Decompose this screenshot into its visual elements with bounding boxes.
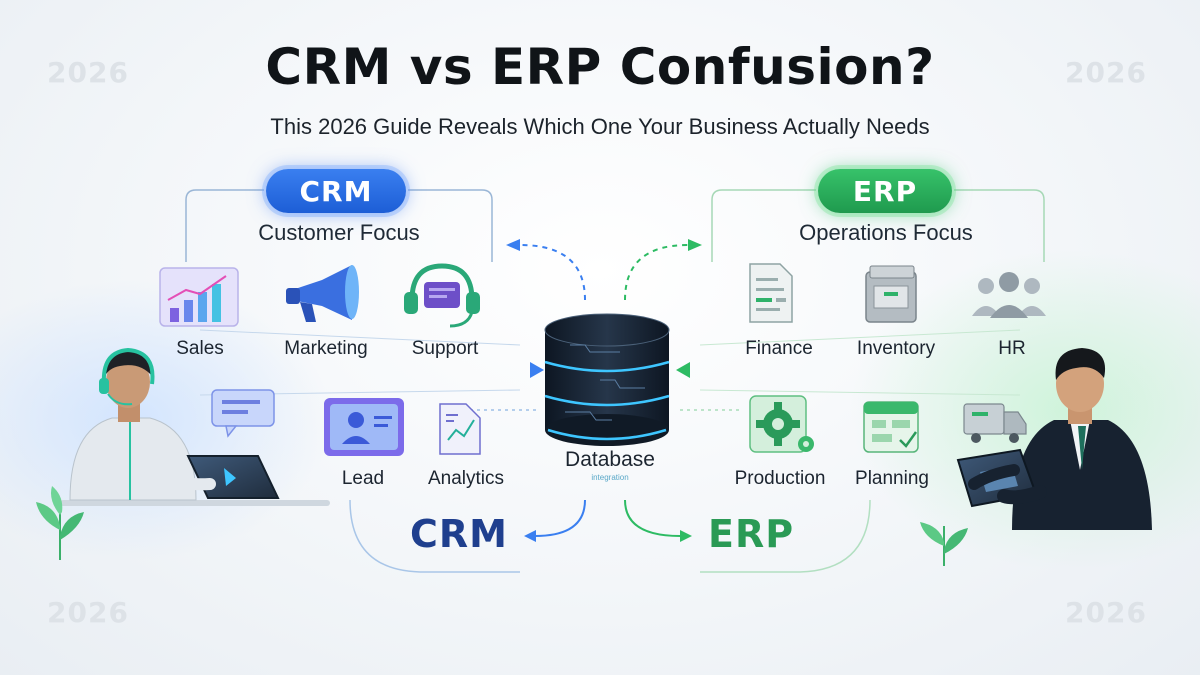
watermark-year: 2026 bbox=[1065, 56, 1147, 89]
crm-bottom-label: CRM bbox=[410, 512, 508, 556]
ledger-icon bbox=[749, 263, 793, 323]
plant-left bbox=[36, 486, 84, 560]
database-label: Database bbox=[565, 448, 655, 471]
crm-module-sales-label: Sales bbox=[176, 338, 224, 359]
crm-top-dashed-arrow bbox=[519, 244, 586, 301]
user-card-icon bbox=[324, 398, 404, 456]
crm-pill: CRM bbox=[266, 169, 406, 213]
erp-flow-arrow bbox=[676, 362, 690, 378]
support-agent-illustration bbox=[60, 347, 330, 506]
erp-module-finance-label: Finance bbox=[745, 338, 813, 359]
calendar-icon bbox=[863, 401, 919, 453]
document-chart-icon bbox=[439, 403, 481, 455]
megaphone-icon bbox=[286, 265, 359, 322]
crm-bracket-right bbox=[408, 189, 493, 262]
watermark-year: 2026 bbox=[47, 56, 129, 89]
crm-module-marketing-label: Marketing bbox=[284, 338, 368, 359]
watermark-year: 2026 bbox=[47, 596, 129, 629]
erp-module-hr-label: HR bbox=[998, 338, 1026, 359]
erp-bottom-label: ERP bbox=[708, 512, 795, 556]
erp-bottom-arrow bbox=[624, 499, 681, 537]
crm-focus-label: Customer Focus bbox=[258, 220, 420, 245]
erp-module-production-label: Production bbox=[734, 468, 826, 489]
bar-chart-icon bbox=[159, 267, 239, 327]
watermark-year: 2026 bbox=[1065, 596, 1147, 629]
database-sublabel: integration bbox=[591, 473, 629, 482]
crm-flow-arrow bbox=[530, 362, 544, 378]
headset-icon bbox=[404, 263, 480, 328]
erp-module-inventory-label: Inventory bbox=[856, 338, 936, 359]
erp-bracket-left bbox=[711, 189, 816, 262]
crm-module-analytics-label: Analytics bbox=[427, 468, 505, 489]
erp-pill: ERP bbox=[818, 169, 952, 213]
crm-bracket-left bbox=[185, 189, 264, 262]
database-icon bbox=[544, 313, 670, 446]
page-subtitle: This 2026 Guide Reveals Which One Your B… bbox=[270, 114, 930, 139]
erp-bracket-right bbox=[954, 189, 1045, 262]
truck-icon bbox=[963, 403, 1027, 443]
plant-right bbox=[920, 522, 968, 566]
chat-bubble-icon bbox=[211, 389, 275, 438]
erp-module-planning-label: Planning bbox=[855, 468, 929, 489]
gear-icon bbox=[749, 395, 814, 453]
businessman-illustration bbox=[956, 348, 1152, 530]
page-title: CRM vs ERP Confusion? bbox=[265, 38, 935, 96]
erp-focus-label: Operations Focus bbox=[799, 220, 973, 245]
erp-top-dashed-arrow bbox=[624, 244, 689, 301]
crm-module-lead-label: Lead bbox=[341, 468, 385, 489]
team-icon bbox=[972, 272, 1046, 318]
boxes-icon bbox=[865, 265, 917, 323]
crm-bottom-arrow bbox=[534, 499, 586, 537]
crm-module-support-label: Support bbox=[411, 338, 479, 359]
